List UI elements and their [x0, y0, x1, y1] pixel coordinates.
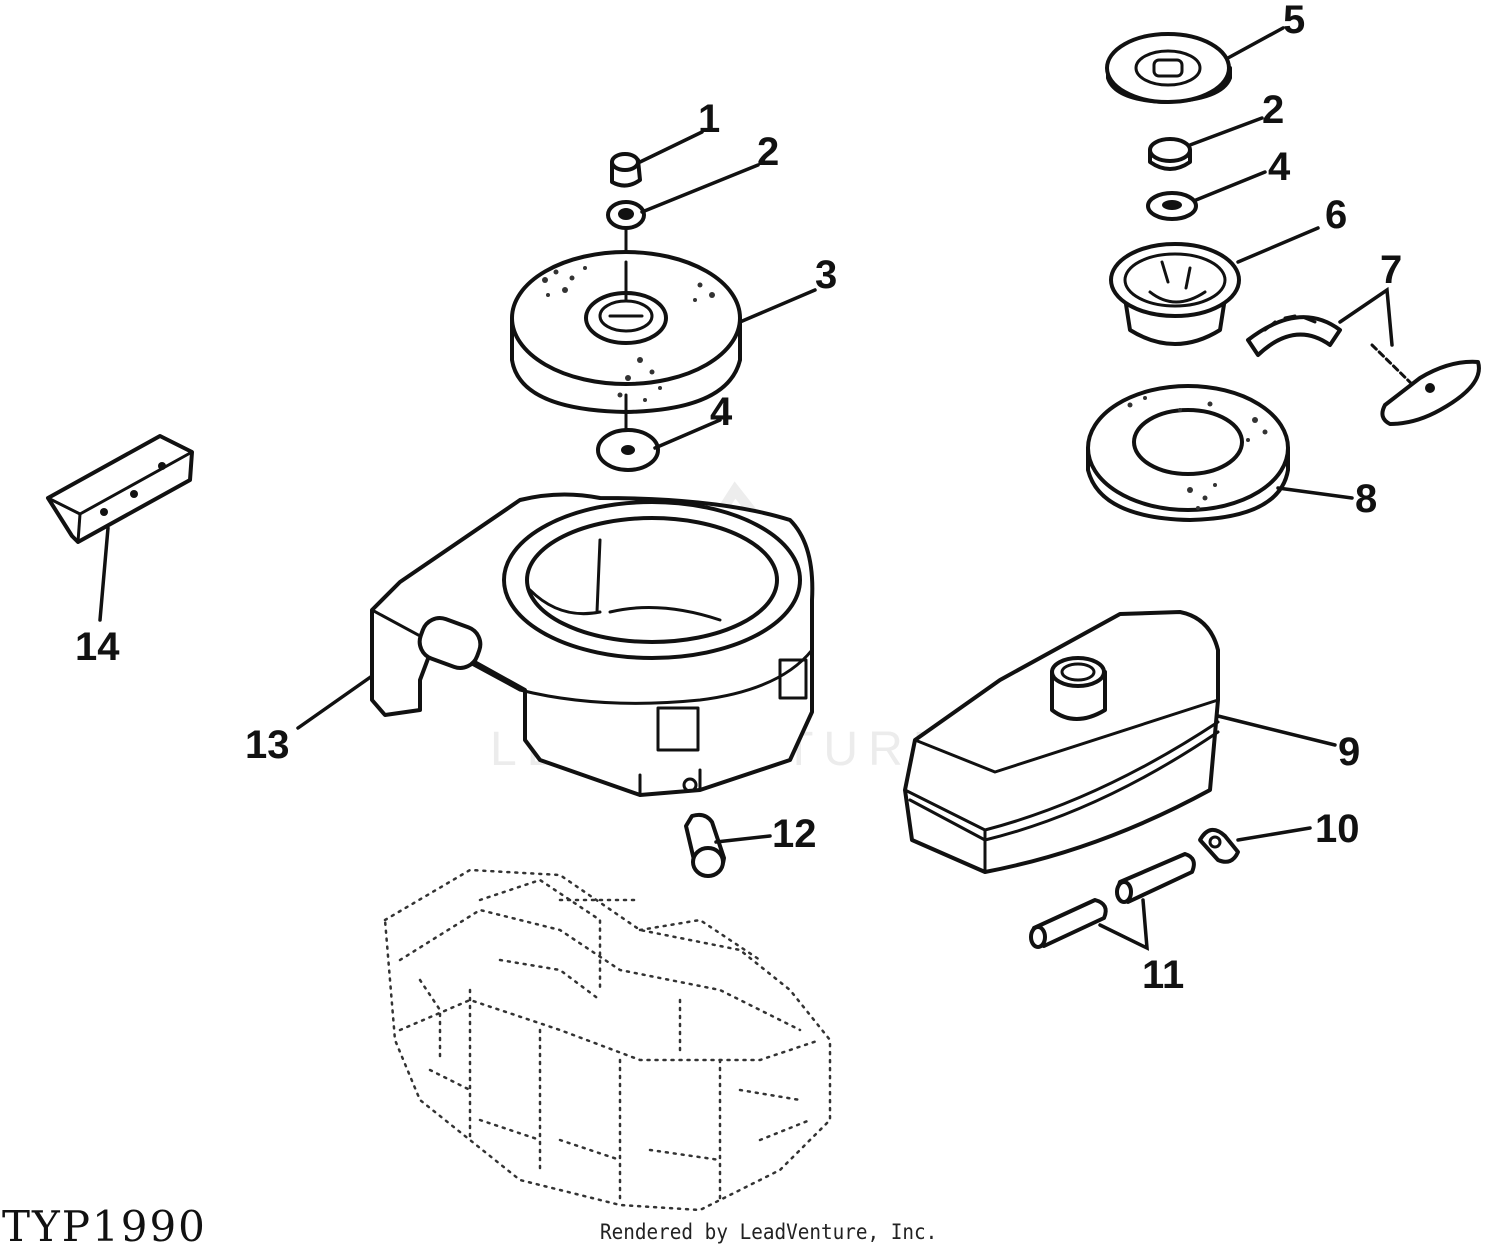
part-2-nut: [606, 200, 646, 230]
callout-5: 5: [1283, 0, 1305, 42]
callout-11: 11: [1142, 953, 1184, 997]
diagram-code: TYP1990: [2, 1202, 207, 1251]
part-6-cup: [1109, 242, 1241, 346]
callout-7: 7: [1380, 248, 1402, 292]
part-7-starter-rope: [1246, 314, 1481, 426]
callout-10: 10: [1315, 807, 1360, 851]
engine-outline: [383, 868, 832, 1212]
part-10-clamp: [1198, 828, 1240, 864]
part-5-cover: [1105, 32, 1232, 104]
leader-lines: [98, 26, 1394, 951]
callout-2: 2: [757, 130, 779, 174]
callout-3: 3: [815, 253, 837, 297]
part-3-pulley: [510, 250, 742, 432]
callout-12: 12: [772, 812, 817, 856]
part-1-cap: [610, 152, 642, 188]
part-8-ring: [1086, 384, 1290, 522]
callout-labels: 1 2 3 4 5 2 4 6 7 8 9 10 11 12 13 14: [75, 0, 1402, 997]
callout-9: 9: [1338, 730, 1360, 774]
part-14-bracket: [46, 434, 194, 544]
callout-8: 8: [1355, 477, 1377, 521]
part-9-fuel-tank: [903, 610, 1220, 874]
part-2-nut-right: [1148, 137, 1192, 171]
part-11-fuel-lines: [1029, 852, 1196, 949]
callout-2-right: 2: [1262, 88, 1284, 132]
footer-credit: Rendered by LeadVenture, Inc.: [600, 1220, 938, 1244]
part-12-plug: [684, 812, 726, 878]
part-4-washer-right: [1146, 191, 1198, 221]
callout-13: 13: [245, 723, 290, 767]
callout-4: 4: [710, 390, 733, 434]
callout-14: 14: [75, 625, 120, 669]
callout-4-right: 4: [1268, 145, 1291, 189]
part-13-blower-housing: [370, 492, 815, 797]
callout-6: 6: [1325, 193, 1347, 237]
callout-1: 1: [698, 97, 720, 141]
part-4-washer: [596, 428, 660, 472]
